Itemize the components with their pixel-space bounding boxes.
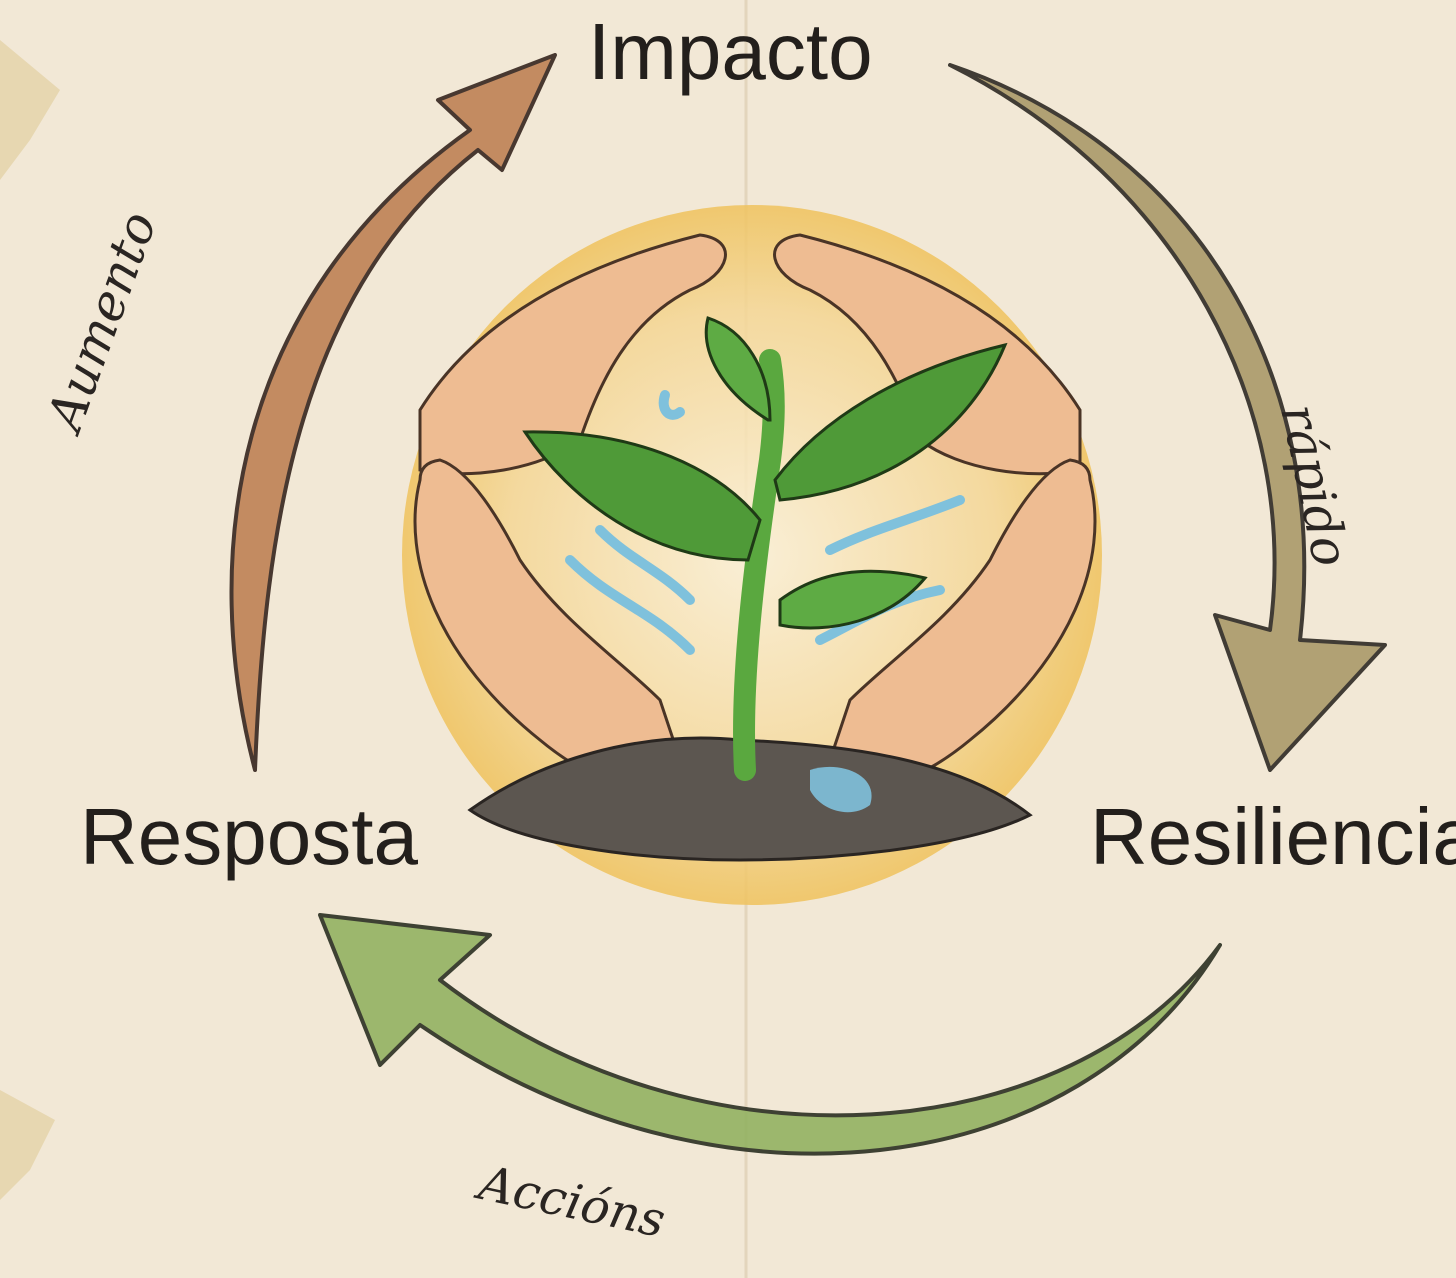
seedling-illustration	[522, 316, 1008, 781]
node-resposta: Resposta	[80, 792, 418, 881]
soil-mound	[467, 736, 1033, 862]
arrow-accions	[318, 913, 1222, 1156]
node-resiliencia: Resiliencia	[1090, 792, 1456, 881]
node-impacto: Impacto	[588, 7, 873, 96]
water-puddle	[810, 766, 872, 813]
arrow-rapido	[948, 63, 1387, 772]
arrow-aumento	[229, 53, 557, 772]
lower-hands-illustration	[413, 458, 1097, 795]
upper-hands-illustration	[418, 233, 1082, 476]
